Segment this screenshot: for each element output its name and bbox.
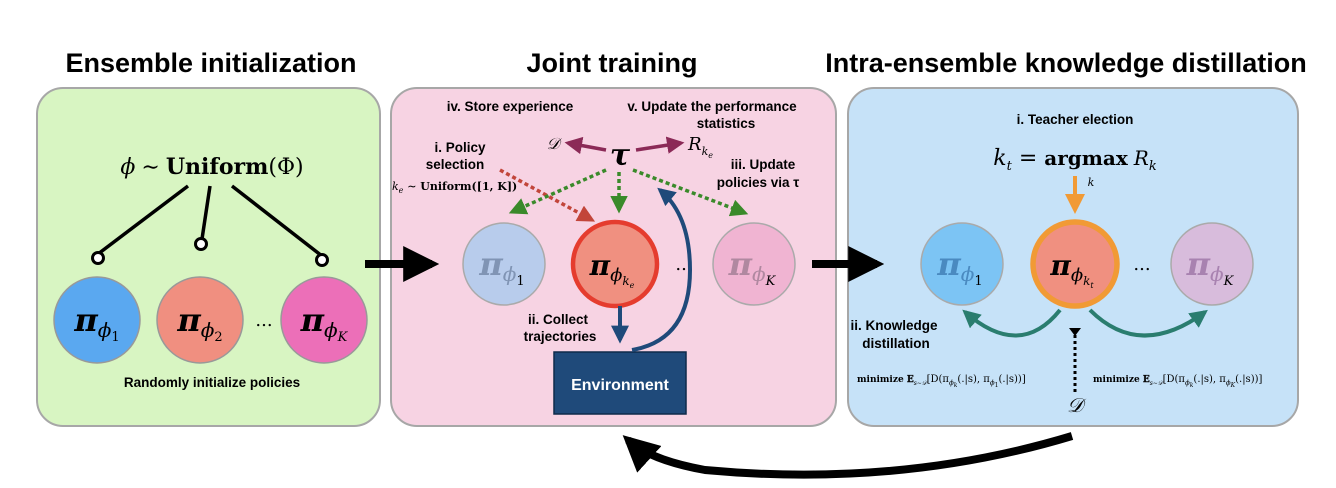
init-tree-nodes — [91, 237, 329, 267]
label-teacher-election: i. Teacher election — [1017, 112, 1134, 127]
argmax-subscript: k — [1088, 176, 1095, 189]
policy-circle-phi2-init — [156, 276, 244, 364]
distill-ellipsis: ... — [1133, 254, 1150, 275]
policy-label-phi1-distill: πϕ1 — [936, 245, 982, 289]
label-policy-selection-2: selection — [426, 157, 485, 172]
arrow-tau-to-D — [564, 136, 607, 155]
policy-circle-selected-joint — [570, 219, 660, 309]
performance-R: Rke — [687, 134, 713, 160]
policy-label-phiK-joint: πϕK — [728, 245, 777, 289]
title-joint-training: Joint training — [527, 48, 698, 78]
policy-label-phi1-joint: πϕ1 — [478, 245, 524, 289]
arrow-distill-to-phiK — [1088, 308, 1208, 338]
caption-randomly-initialize: Randomly initialize policies — [124, 375, 300, 390]
arrow-update-phiK — [632, 168, 749, 217]
title-ensemble-initialization: Ensemble initialization — [65, 48, 356, 78]
init-ellipsis: ... — [255, 310, 272, 331]
policy-circle-teacher-distill — [1030, 219, 1120, 309]
label-update-performance-1: v. Update the performance — [627, 99, 797, 114]
label-collect-2: trajectories — [524, 329, 597, 344]
label-collect-1: ii. Collect — [528, 312, 589, 327]
policy-label-teacher-distill: πϕkt — [1049, 249, 1094, 290]
policy-label-phiK-distill: πϕK — [1186, 245, 1235, 289]
policy-circle-phi1-distill — [920, 222, 1004, 306]
arrow-distill-to-phi1 — [962, 308, 1062, 338]
policy-circle-phi1-joint — [462, 222, 546, 306]
label-update-policies-1: iii. Update — [731, 157, 796, 172]
policy-circle-phiK-distill — [1170, 222, 1254, 306]
distill-buffer-D: 𝒟 — [1067, 393, 1087, 417]
policy-label-phi2-init: πϕ2 — [176, 301, 222, 345]
minimize-left: minimize 𝔼s∼𝒟[D(πϕk(.|s), πϕ1(.|s))] — [857, 374, 1026, 389]
policy-circle-phi1-init — [53, 276, 141, 364]
arrow-loop-back — [622, 432, 1074, 479]
trajectory-tau: τ — [610, 138, 631, 173]
arrow-env-to-tau — [631, 187, 693, 352]
dotted-buffer-head — [1069, 328, 1081, 336]
policy-label-phi1-init: πϕ1 — [73, 301, 119, 345]
replay-buffer-D: 𝒟 — [547, 134, 563, 153]
environment-box — [553, 351, 687, 415]
arrow-update-phi1 — [508, 168, 607, 215]
policy-label-selected-joint: πϕke — [589, 249, 635, 290]
label-update-policies-2: policies via τ — [717, 175, 800, 190]
init-tree-lines — [96, 184, 324, 258]
policy-circle-phiK-init — [280, 276, 368, 364]
title-knowledge-distillation: Intra-ensemble knowledge distillation — [825, 48, 1307, 78]
arrow-tau-to-R — [635, 136, 685, 154]
policy-circle-phiK-joint — [712, 222, 796, 306]
label-policy-selection-1: i. Policy — [434, 140, 486, 155]
label-knowledge-2: distillation — [862, 336, 930, 351]
label-update-performance-2: statistics — [697, 116, 756, 131]
label-knowledge-1: ii. Knowledge — [850, 318, 937, 333]
ke-uniform-formula: ke ∼ Uniform([1, K]) — [392, 180, 517, 195]
uniform-formula: ϕ∼Uniform(Φ) — [120, 154, 303, 180]
environment-label: Environment — [571, 377, 669, 394]
minimize-right: minimize 𝔼s∼𝒟[D(πϕk(.|s), πϕK(.|s))] — [1093, 374, 1262, 389]
label-store-experience: iv. Store experience — [447, 99, 574, 114]
policy-label-phiK-init: πϕK — [300, 301, 349, 345]
